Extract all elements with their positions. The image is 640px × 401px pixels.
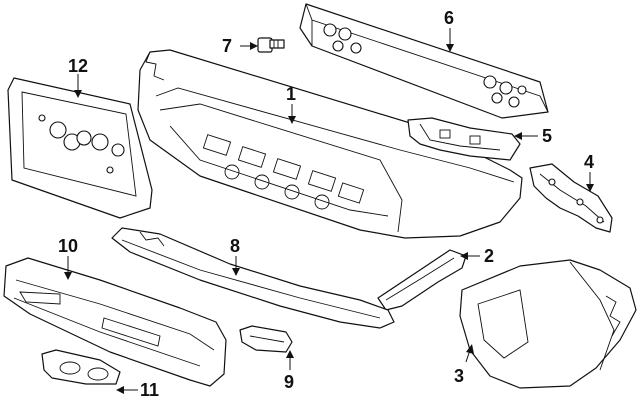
callout-7: 7 <box>222 36 232 56</box>
callout-8: 8 <box>230 236 240 256</box>
insert-part-11 <box>41 349 121 385</box>
callout-11: 11 <box>140 380 159 400</box>
callout-9: 9 <box>284 372 294 392</box>
callout-5: 5 <box>542 126 552 146</box>
corner-cover-part-3 <box>459 259 637 389</box>
callout-2: 2 <box>484 246 494 266</box>
callout-12: 12 <box>68 56 88 76</box>
leader-lines <box>64 28 594 394</box>
lower-valance-part-8 <box>111 227 395 329</box>
callout-1: 1 <box>286 84 296 104</box>
callout-6: 6 <box>444 8 454 28</box>
bolt-part-7 <box>257 37 285 53</box>
side-bracket-part-4 <box>529 163 613 233</box>
bracket-part-2 <box>377 249 467 311</box>
callout-labels: 1 2 3 4 5 6 7 8 9 10 11 12 <box>58 8 594 400</box>
lower-bumper-cover-part-10 <box>3 257 227 387</box>
callout-4: 4 <box>584 152 594 172</box>
license-plate-bracket-part-12 <box>7 77 153 219</box>
callout-3: 3 <box>454 366 464 386</box>
callout-10: 10 <box>58 236 78 256</box>
bracket-part-5 <box>407 117 521 161</box>
trim-piece-part-9 <box>239 325 293 353</box>
bumper-cover-part-1 <box>137 49 523 239</box>
reinforcement-bar-part-6 <box>299 3 549 119</box>
